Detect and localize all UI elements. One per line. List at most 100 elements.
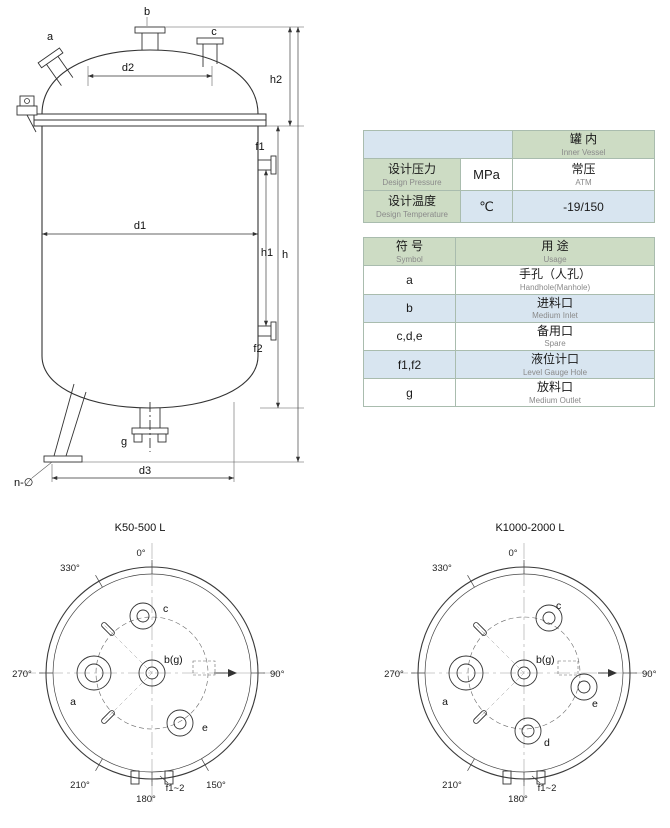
nozzle-e-top <box>570 673 598 701</box>
top-view-k1000-2000: K1000-2000 L <box>384 522 656 805</box>
usage-a-cell: 手孔（人孔） Handhole(Manhole) <box>455 265 655 295</box>
f-nozzle-tabs <box>502 770 546 785</box>
usage-b-zh: 进料口 <box>536 295 573 310</box>
design-temperature-label-cell: 设计温度 Design Temperature <box>363 190 461 224</box>
label-nozzle-b: b <box>144 6 150 18</box>
construction-lines <box>475 624 525 722</box>
label-bg: b(g) <box>536 654 555 666</box>
angle-270: 270° <box>12 669 32 680</box>
label-a: a <box>70 696 76 708</box>
usage-b-cell: 进料口 Medium Inlet <box>455 293 655 323</box>
usage-header-en: Usage <box>543 254 567 264</box>
symbol-a: a <box>363 265 456 295</box>
usage-f-en: Level Gauge Hole <box>522 367 588 377</box>
nozzle-row-f: f1,f2 液位计口 Level Gauge Hole <box>363 349 655 380</box>
nozzle-row-g: g 放料口 Medium Outlet <box>363 378 655 408</box>
top-view-k50-500: K50-500 L <box>12 522 284 805</box>
nozzle-row-b: b 进料口 Medium Inlet <box>363 293 655 323</box>
nozzle-f1 <box>258 155 277 175</box>
label-nozzle-c: c <box>211 26 217 38</box>
nozzle-row-cde: c,d,e 备用口 Spare <box>363 321 655 351</box>
nozzle-labels: c b(g) a e f1~2 <box>70 603 208 794</box>
nozzle-b-top <box>138 659 166 687</box>
usage-a-en: Handhole(Manhole) <box>519 282 591 292</box>
label-c: c <box>163 603 168 615</box>
usage-header-cell: 用 途 Usage <box>455 237 655 267</box>
label-dim-d1: d1 <box>134 220 146 232</box>
design-pressure-value-en: ATM <box>575 177 592 187</box>
label-a: a <box>442 696 448 708</box>
usage-b-en: Medium Inlet <box>532 311 578 321</box>
angle-210: 210° <box>442 780 462 791</box>
nozzle-b-top <box>510 659 538 687</box>
f-nozzle-tabs <box>130 770 174 785</box>
inner-vessel-en: Inner Vessel <box>561 147 606 157</box>
usage-g-zh: 放料口 <box>536 380 573 395</box>
nozzle-a-top <box>76 655 112 691</box>
label-bolt-holes: n-∅ <box>14 477 33 489</box>
construction-lines <box>103 624 153 722</box>
handhole-projection <box>557 660 579 676</box>
usage-f-zh: 液位计口 <box>530 351 579 366</box>
inner-vessel-zh: 罐 内 <box>569 132 598 146</box>
usage-f-cell: 液位计口 Level Gauge Hole <box>455 349 655 380</box>
handhole-projection <box>192 660 216 676</box>
symbol-b: b <box>363 293 456 323</box>
angle-labels: 0° 330° 270° 210° 180° 90° <box>384 548 656 805</box>
symbol-header-zh: 符 号 <box>395 239 424 254</box>
body-flange-lower <box>33 119 267 127</box>
nozzle-a-top <box>448 655 484 691</box>
slot-330 <box>101 622 115 636</box>
slot-210 <box>473 710 487 724</box>
nozzle-f2 <box>258 321 277 341</box>
angle-330: 330° <box>432 563 452 574</box>
design-pressure-value-zh: 常压 <box>571 162 596 177</box>
body-flange-upper <box>33 113 267 121</box>
orientation-arrow <box>598 669 617 677</box>
design-table-blank-cell <box>363 129 513 160</box>
nozzle-schedule-table: 符 号 Symbol 用 途 Usage a 手孔（人孔） Handhole(M… <box>363 237 655 408</box>
extension-lines <box>44 26 304 482</box>
usage-a-zh: 手孔（人孔） <box>518 267 591 282</box>
slot-210 <box>101 710 115 724</box>
design-pressure-label-cell: 设计压力 Design Pressure <box>363 158 461 192</box>
angle-ticks <box>39 560 265 786</box>
label-dim-h1: h1 <box>261 247 273 259</box>
nozzle-a <box>37 47 74 86</box>
nozzle-row-a: a 手孔（人孔） Handhole(Manhole) <box>363 265 655 295</box>
design-pressure-value-cell: 常压 ATM <box>512 158 655 192</box>
angle-0: 0° <box>136 548 145 559</box>
label-dim-d2: d2 <box>122 62 134 74</box>
f-label-leader <box>159 775 169 784</box>
label-nozzle-g: g <box>121 436 127 448</box>
label-nozzle-f2: f2 <box>253 343 262 355</box>
nozzle-e-top <box>166 709 194 737</box>
design-temperature-value: -19/150 <box>512 190 655 224</box>
f-label-leader <box>531 775 541 784</box>
angle-0: 0° <box>508 548 517 559</box>
label-nozzle-a: a <box>47 31 54 43</box>
angle-90: 90° <box>642 669 657 680</box>
symbol-cde: c,d,e <box>363 321 456 351</box>
design-temperature-en: Design Temperature <box>376 209 448 219</box>
vessel-shell <box>33 49 267 409</box>
label-nozzle-f1: f1 <box>255 141 264 153</box>
usage-header-zh: 用 途 <box>541 239 569 254</box>
vessel-labels: a b c f1 f2 g d2 d1 d3 h2 h1 h n-∅ <box>14 6 288 489</box>
orientation-arrow <box>214 669 237 677</box>
nozzle-c-top <box>129 602 157 630</box>
usage-cde-cell: 备用口 Spare <box>455 321 655 351</box>
symbol-header-cell: 符 号 Symbol <box>363 237 456 267</box>
design-pressure-zh: 设计压力 <box>387 162 436 177</box>
nozzle-c <box>196 37 224 67</box>
design-pressure-en: Design Pressure <box>382 177 442 187</box>
label-bg: b(g) <box>164 654 183 666</box>
top-view-left-title: K50-500 L <box>115 522 166 534</box>
design-pressure-unit: MPa <box>460 158 513 192</box>
nozzle-c-top <box>535 604 563 632</box>
angle-180: 180° <box>136 794 156 805</box>
design-temperature-zh: 设计温度 <box>387 194 436 209</box>
design-temperature-unit: ℃ <box>460 190 513 224</box>
side-lug <box>16 95 38 133</box>
